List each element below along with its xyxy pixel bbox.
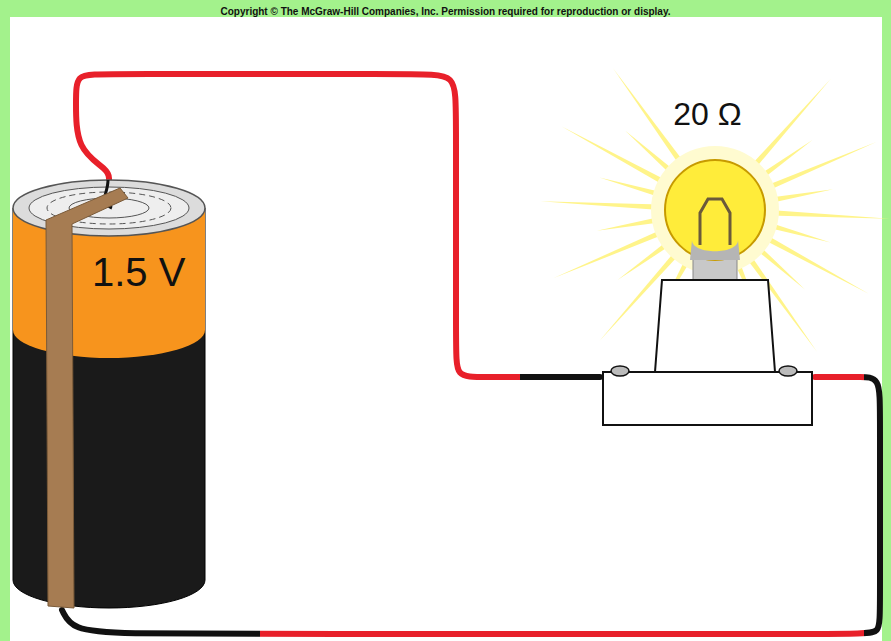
voltage-label: 1.5 V xyxy=(92,250,185,294)
glow-halo xyxy=(651,146,779,274)
filament xyxy=(700,199,730,245)
glow-rays xyxy=(540,68,890,382)
socket xyxy=(655,280,775,372)
light-bulb-drawing xyxy=(600,95,815,430)
battery: 1.5 V xyxy=(12,180,207,612)
battery-body xyxy=(13,208,205,608)
glow-ray xyxy=(540,201,660,210)
glow-ray xyxy=(765,142,877,191)
bulb-globe xyxy=(665,160,765,260)
bulb-neck xyxy=(690,240,740,260)
battery-cap xyxy=(13,180,205,236)
resistance-label: 20 Ω xyxy=(673,97,741,132)
glow-ray xyxy=(554,229,666,278)
terminal-screw xyxy=(779,366,797,376)
copyright-note: Copyright © The McGraw-Hill Companies, I… xyxy=(220,6,670,17)
battery-drawing xyxy=(12,180,207,612)
terminal-screw xyxy=(611,366,629,376)
light-bulb: 20 Ω xyxy=(600,95,815,430)
board xyxy=(603,372,812,425)
glow-ray xyxy=(770,210,890,219)
